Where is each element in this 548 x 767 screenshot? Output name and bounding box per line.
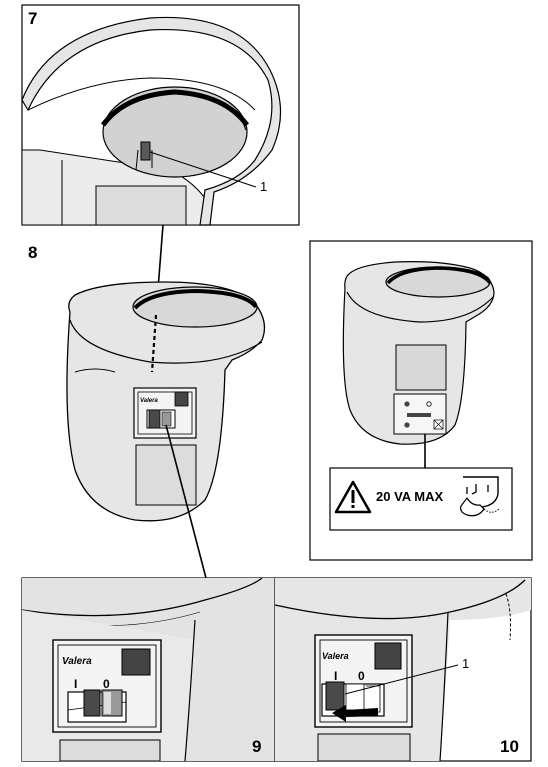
fig8-lower-panel	[135, 444, 197, 506]
fig10-number: 10	[500, 737, 519, 756]
fig9-hood-edge	[21, 577, 263, 617]
fig9-off-symbol: 0	[103, 677, 110, 691]
fig9-body	[22, 578, 275, 761]
warning-text: 20 VA MAX	[376, 489, 444, 504]
fig7-number: 7	[28, 9, 37, 28]
fig9-brand: Valera	[62, 656, 92, 667]
fig10-off-symbol: 0	[358, 669, 365, 683]
fig8-brand: Valera	[140, 398, 158, 404]
warning-triangle-icon	[334, 480, 372, 514]
fig10-brand: Valera	[322, 651, 349, 661]
fig10-lower-panel	[317, 733, 411, 762]
fig9-lower-panel	[59, 739, 161, 762]
hood-opening	[102, 86, 248, 178]
fig8-opening	[132, 286, 258, 328]
fig10-hood-edge	[274, 579, 526, 620]
fig8-number: 8	[28, 243, 37, 262]
hood-shell	[21, 16, 282, 226]
fig10-callout-label: 1	[462, 656, 469, 671]
figure-7: 1 7	[21, 4, 300, 226]
connector-8-9	[165, 424, 207, 579]
fig10-callout-line	[344, 664, 459, 695]
fig10-on-symbol: I	[334, 669, 337, 683]
label-panel: 20 VA MAX	[309, 240, 533, 561]
fig7-callout-line	[149, 151, 257, 188]
unit-upper-panel	[395, 344, 447, 391]
fig8-indicator	[174, 391, 189, 407]
figure-10: Valera I 0 1 10	[274, 577, 532, 762]
fig7-callout-label: 1	[260, 179, 267, 194]
shaver-socket-icon	[460, 476, 501, 517]
fig9-number: 9	[252, 737, 261, 756]
housing-label-area	[95, 185, 187, 226]
fig10-indicator	[374, 642, 402, 670]
figure-8: 8 Valera	[28, 243, 266, 522]
figure-9: Valera I 0 9	[21, 577, 276, 762]
fig9-indicator	[121, 648, 151, 676]
fig7-switch	[140, 141, 151, 161]
fig9-on-symbol: I	[74, 677, 77, 691]
left-arrow-icon	[332, 705, 378, 722]
fig8-dashed-guide	[150, 314, 158, 373]
